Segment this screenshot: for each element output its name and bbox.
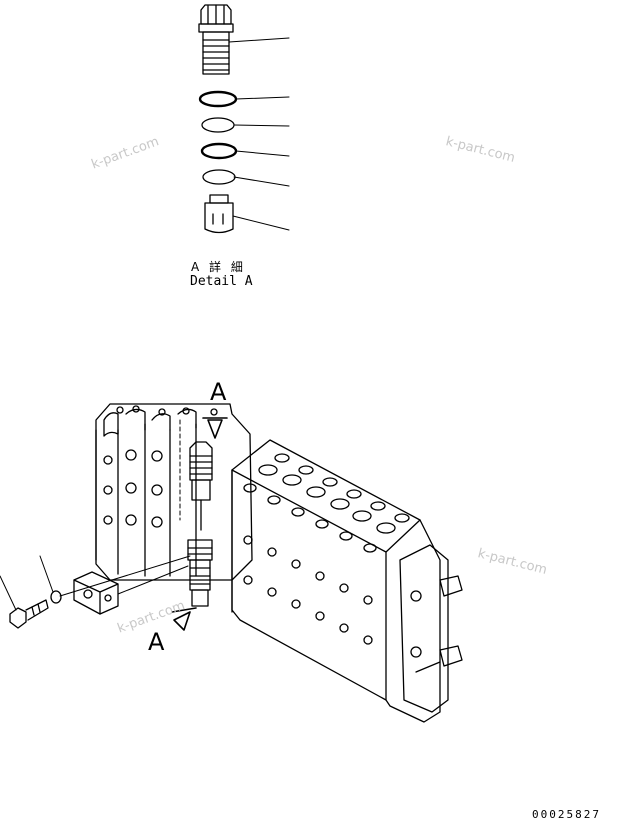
- o-ring-1: [198, 90, 238, 108]
- detail-label-japanese: A 詳 細: [191, 260, 246, 274]
- assembly-line: [59, 555, 191, 597]
- backup-ring-1: [201, 117, 235, 133]
- view-label-lower: A: [148, 628, 165, 656]
- drawing-number: 00025827: [532, 808, 601, 821]
- detail-label-english: Detail A: [190, 274, 253, 289]
- backup-ring-2: [202, 169, 236, 185]
- o-ring-2: [200, 142, 238, 160]
- relief-valve-installed-upper: [189, 441, 213, 531]
- relief-valve-installed-lower: [187, 539, 213, 607]
- view-label-upper: A: [210, 378, 227, 406]
- mounting-bolt: [9, 599, 49, 629]
- relief-valve-plug: [198, 4, 234, 75]
- washer: [50, 590, 62, 604]
- detail-leader-lines: [228, 37, 290, 231]
- arrow-upper: [202, 417, 228, 439]
- flange-cover: [73, 571, 119, 615]
- control-valve-body: [95, 403, 463, 723]
- assembly-leader-lines: [0, 555, 54, 611]
- arrow-lower: [171, 607, 197, 631]
- valve-seat: [204, 194, 234, 234]
